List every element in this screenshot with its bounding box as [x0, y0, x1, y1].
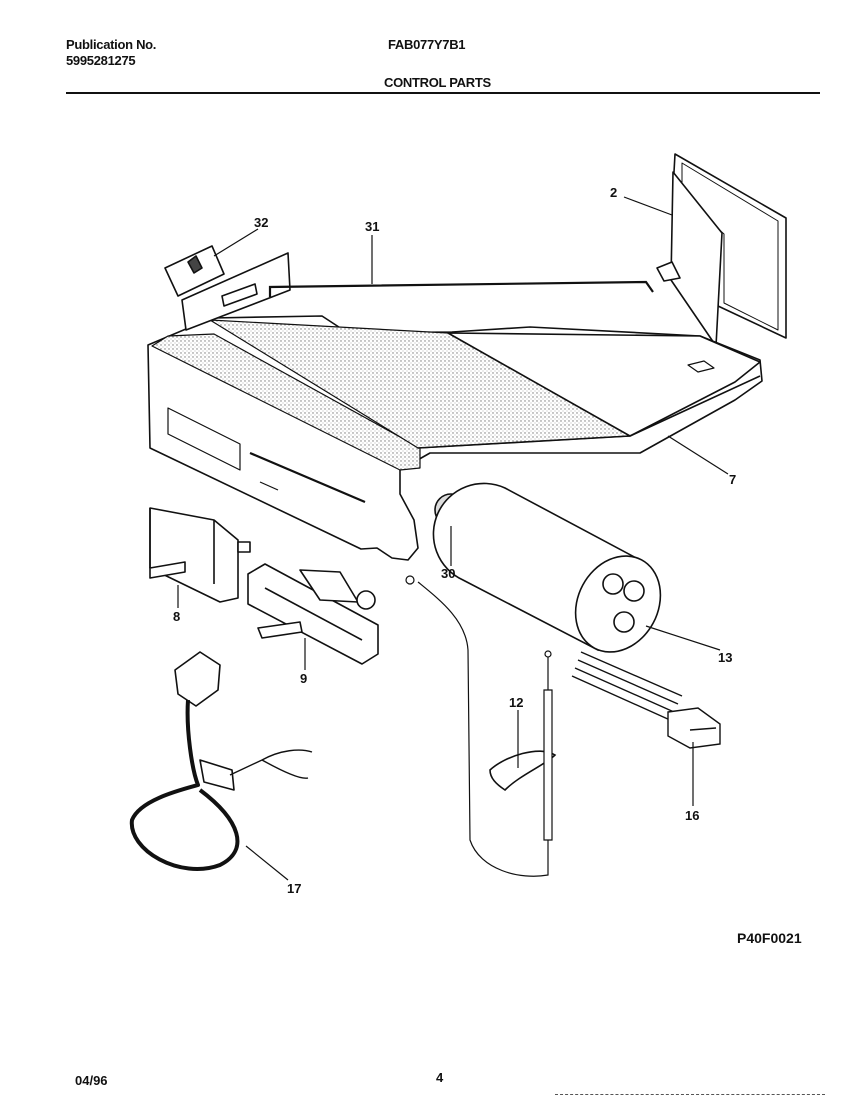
callout-16: 16	[685, 808, 699, 823]
capillary-tube	[417, 581, 553, 877]
part-16-wire-harness	[571, 651, 721, 749]
publication-date: 04/96	[75, 1073, 108, 1088]
callout-9: 9	[300, 671, 307, 686]
model-number: FAB077Y7B1	[388, 37, 466, 52]
publication-label: Publication No.	[66, 37, 157, 52]
drawing-code: P40F0021	[737, 930, 802, 946]
section-title: CONTROL PARTS	[384, 75, 491, 90]
callout-31: 31	[365, 219, 379, 234]
callout-2: 2	[610, 185, 617, 200]
header-rule	[66, 92, 820, 94]
callout-13: 13	[718, 650, 732, 665]
publication-number: 5995281275	[66, 53, 136, 68]
part-12-clip	[489, 750, 557, 792]
callout-30: 30	[441, 566, 455, 581]
part-13-capacitor	[432, 482, 662, 653]
callout-32: 32	[254, 215, 268, 230]
callout-17: 17	[287, 881, 301, 896]
leader-lines	[177, 196, 729, 881]
callout-8: 8	[173, 609, 180, 624]
callout-12: 12	[509, 695, 523, 710]
part-17-power-cord	[129, 651, 313, 871]
callout-7: 7	[729, 472, 736, 487]
part-9-thermostat	[247, 563, 379, 665]
part-8-switch	[149, 507, 251, 603]
footer-line	[555, 1094, 825, 1095]
part-7-control-housing	[147, 315, 763, 585]
part-31-rod	[268, 280, 654, 297]
part-2-filter-panel	[656, 153, 787, 347]
part-32-bracket	[164, 245, 291, 331]
page-number: 4	[436, 1070, 444, 1085]
